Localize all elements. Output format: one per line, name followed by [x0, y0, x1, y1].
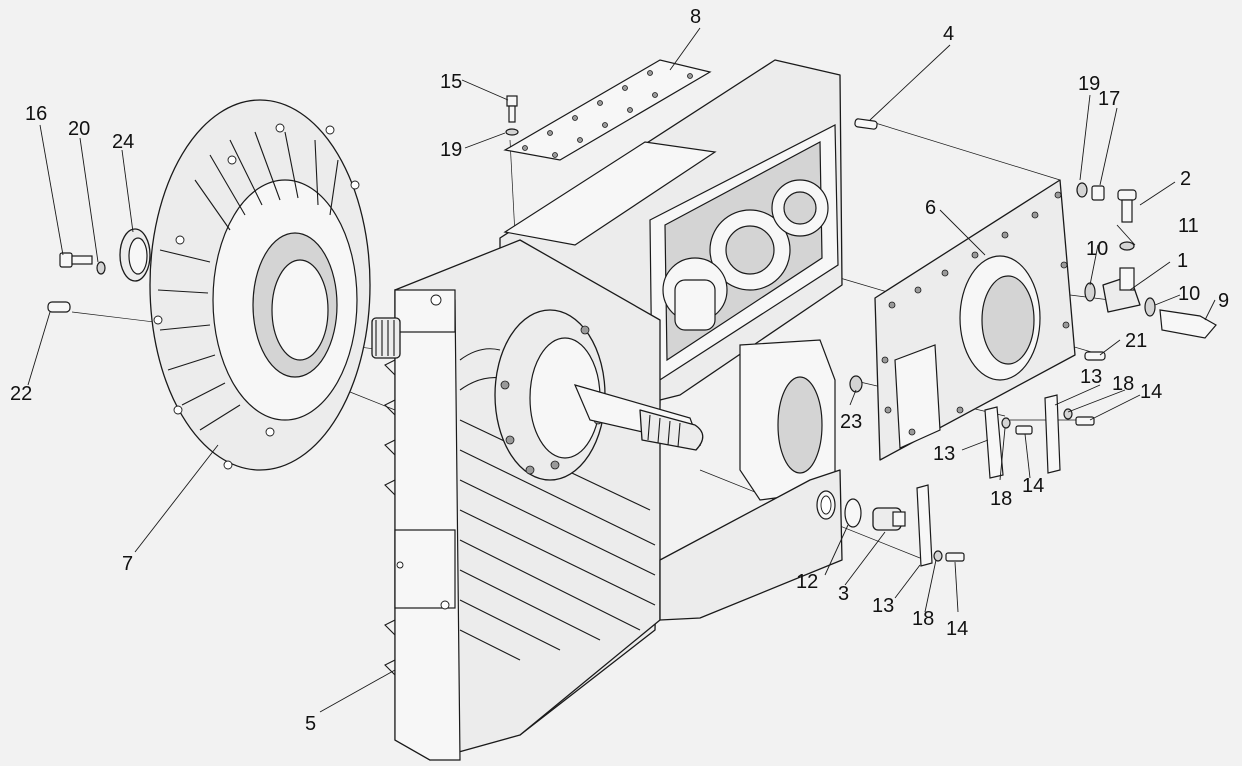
callouts: 8 4 19 17 2 6 11 10 1 10 9 21 15 19 16 2… [10, 6, 1229, 735]
callout-1: 1 [1177, 250, 1188, 272]
callout-19a: 19 [1078, 73, 1100, 95]
callout-14a: 14 [946, 618, 968, 640]
callout-19b: 19 [440, 139, 462, 161]
callout-7: 7 [122, 553, 133, 575]
nut-23 [849, 375, 863, 393]
lock-plate-13-upper [1044, 394, 1095, 474]
callout-6: 6 [925, 197, 936, 219]
bolt-15 [505, 95, 519, 136]
bolt-16 [59, 252, 106, 275]
callout-24: 24 [112, 131, 134, 153]
callout-16: 16 [25, 103, 47, 125]
callout-18b: 18 [990, 488, 1012, 510]
gearbox-housing [384, 59, 843, 761]
callout-17: 17 [1098, 88, 1120, 110]
callout-18a: 18 [912, 608, 934, 630]
pin-22 [47, 301, 71, 313]
side-cover [874, 179, 1076, 461]
pin-4 [854, 118, 878, 130]
lock-plate-13-lower [916, 484, 965, 567]
callout-23: 23 [840, 411, 862, 433]
callout-13c: 13 [1080, 366, 1102, 388]
callout-3: 3 [838, 583, 849, 605]
callout-13b: 13 [933, 443, 955, 465]
callout-10b: 10 [1178, 283, 1200, 305]
callout-9: 9 [1218, 290, 1229, 312]
callout-10a: 10 [1086, 238, 1108, 260]
lock-plate-13-mid [984, 406, 1033, 479]
seal-24 [119, 228, 151, 282]
drain-plug-3 [844, 498, 906, 531]
callout-14c: 14 [1140, 381, 1162, 403]
callout-13a: 13 [872, 595, 894, 617]
callout-12: 12 [796, 571, 818, 593]
callout-11: 11 [1178, 215, 1199, 237]
callout-5: 5 [305, 713, 316, 735]
callout-22: 22 [10, 383, 32, 405]
bell-cover [149, 99, 371, 471]
callout-4: 4 [943, 23, 954, 45]
callout-14b: 14 [1022, 475, 1044, 497]
callout-21: 21 [1125, 330, 1147, 352]
callout-15: 15 [440, 71, 462, 93]
pin-21 [1084, 351, 1106, 361]
callout-2: 2 [1180, 168, 1191, 190]
output-flange-shaft [371, 309, 704, 481]
fitting-assembly [1076, 182, 1217, 339]
top-cover-plate [503, 59, 712, 161]
callout-18c: 18 [1112, 373, 1134, 395]
callout-8: 8 [690, 6, 701, 28]
callout-20: 20 [68, 118, 90, 140]
leader-lines [27, 27, 1216, 713]
